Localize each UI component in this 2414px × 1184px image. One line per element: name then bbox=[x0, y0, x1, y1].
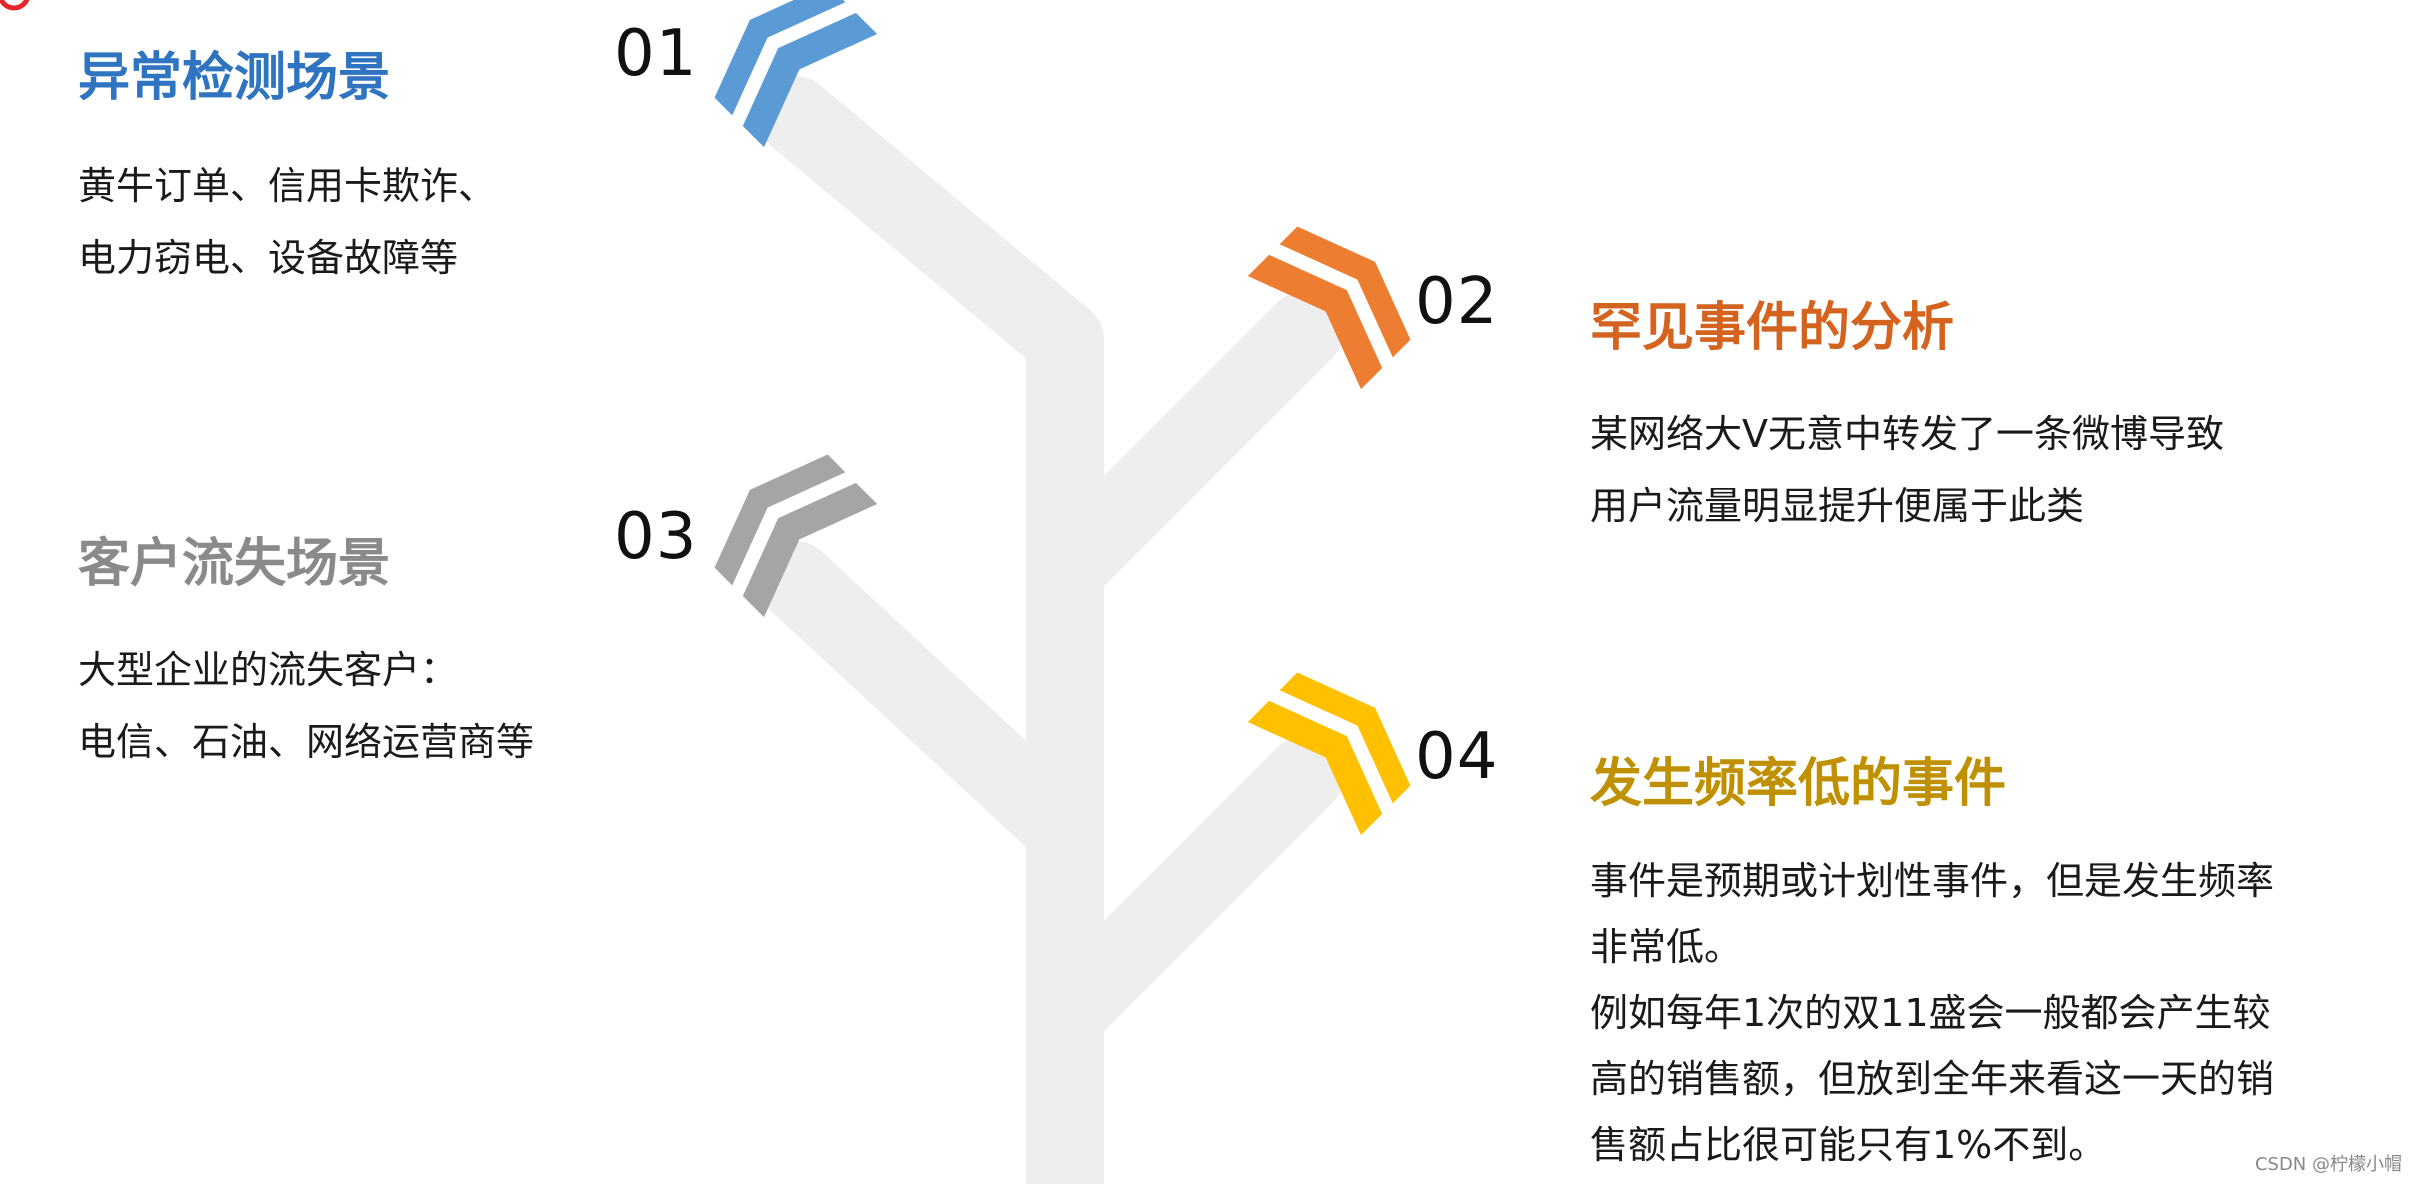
item-line: 例如每年1次的双11盛会一般都会产生较 bbox=[1590, 991, 2271, 1035]
item-title-04: 发生频率低的事件 bbox=[1590, 754, 2007, 814]
arrow-03-icon bbox=[714, 454, 878, 618]
branch-03 bbox=[756, 541, 1104, 869]
branch-02 bbox=[1026, 291, 1344, 609]
item-body-03: 大型企业的流失客户： 电信、石油、网络运营商等 bbox=[78, 634, 534, 778]
item-line: 电信、石油、网络运营商等 bbox=[78, 720, 535, 764]
item-number-01: 01 bbox=[614, 17, 698, 91]
item-line: 某网络大V无意中转发了一条微博导致 bbox=[1590, 412, 2224, 456]
item-line: 黄牛订单、信用卡欺诈、 bbox=[78, 164, 497, 208]
item-line: 售额占比很可能只有1%不到。 bbox=[1590, 1123, 2107, 1167]
item-line: 非常低。 bbox=[1590, 925, 1743, 969]
arrow-01-icon bbox=[714, 0, 878, 148]
branch-01 bbox=[756, 76, 1104, 379]
arrow-04-icon bbox=[1247, 672, 1411, 836]
item-line: 大型企业的流失客户： bbox=[78, 648, 459, 692]
item-number-03: 03 bbox=[614, 500, 698, 574]
item-title-01: 异常检测场景 bbox=[78, 48, 391, 108]
top-mark-icon bbox=[0, 0, 30, 11]
item-body-04: 事件是预期或计划性事件，但是发生频率 非常低。 例如每年1次的双11盛会一般都会… bbox=[1590, 848, 2274, 1178]
item-line: 事件是预期或计划性事件，但是发生频率 bbox=[1590, 859, 2275, 903]
item-number-02: 02 bbox=[1415, 265, 1499, 339]
item-body-02: 某网络大V无意中转发了一条微博导致 用户流量明显提升便属于此类 bbox=[1590, 398, 2224, 542]
item-line: 电力窃电、设备故障等 bbox=[78, 236, 459, 280]
arrow-02-icon bbox=[1247, 226, 1411, 390]
branch-04 bbox=[1026, 736, 1344, 1054]
item-number-04: 04 bbox=[1415, 720, 1499, 794]
item-title-03: 客户流失场景 bbox=[78, 534, 391, 594]
item-title-02: 罕见事件的分析 bbox=[1590, 298, 1955, 358]
item-line: 用户流量明显提升便属于此类 bbox=[1590, 484, 2085, 528]
watermark: CSDN @柠檬小帽 bbox=[2254, 1154, 2402, 1175]
item-body-01: 黄牛订单、信用卡欺诈、 电力窃电、设备故障等 bbox=[78, 150, 496, 294]
item-line: 高的销售额，但放到全年来看这一天的销 bbox=[1590, 1057, 2275, 1101]
tree-branches bbox=[756, 76, 1344, 1184]
